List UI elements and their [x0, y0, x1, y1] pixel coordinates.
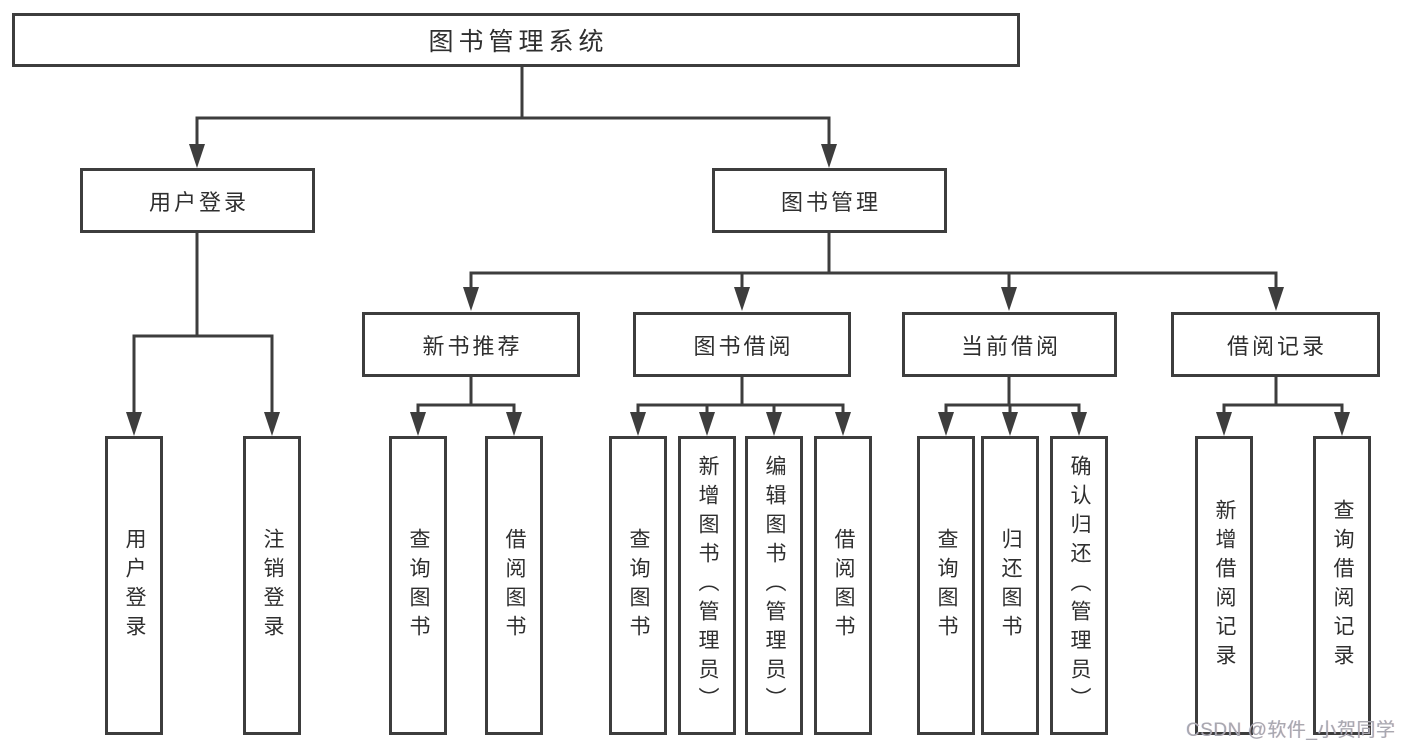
leaf-label: 注销登录 — [261, 527, 284, 644]
arrowhead — [410, 412, 426, 436]
leaf-label: 查询图书 — [407, 527, 430, 644]
leaf-current-confirm-admin: 确认归还（管理员） — [1050, 436, 1108, 735]
node-root: 图书管理系统 — [12, 13, 1020, 67]
leaf-newbook-borrow: 借阅图书 — [485, 436, 543, 735]
node-book-mgmt: 图书管理 — [712, 168, 947, 233]
leaf-label: 编辑图书（管理员） — [763, 455, 786, 716]
leaf-label: 查询图书 — [935, 527, 958, 644]
connector-new-book-branch — [416, 375, 516, 416]
leaf-current-return: 归还图书 — [981, 436, 1039, 735]
leaf-logout: 注销登录 — [243, 436, 301, 735]
leaf-borrow-borrow: 借阅图书 — [814, 436, 872, 735]
arrowhead — [766, 412, 782, 436]
arrowhead — [1268, 287, 1284, 311]
arrowhead — [189, 144, 205, 168]
arrowhead — [734, 287, 750, 311]
arrowhead — [699, 412, 715, 436]
arrowhead — [126, 412, 142, 436]
arrowheads — [126, 144, 1350, 436]
connector-book-borrow-branch — [636, 375, 845, 416]
leaf-label: 新增图书（管理员） — [696, 455, 719, 716]
node-new-book: 新书推荐 — [362, 312, 580, 377]
arrowhead — [463, 287, 479, 311]
node-borrow-records: 借阅记录 — [1171, 312, 1380, 377]
leaf-records-add: 新增借阅记录 — [1195, 436, 1253, 735]
connector-borrow-records-branch — [1222, 375, 1344, 416]
arrowhead — [1334, 412, 1350, 436]
leaf-label: 用户登录 — [123, 527, 146, 644]
arrowhead — [264, 412, 280, 436]
leaf-user-login: 用户登录 — [105, 436, 163, 735]
leaf-records-query: 查询借阅记录 — [1313, 436, 1371, 735]
arrowhead — [938, 412, 954, 436]
leaf-borrow-add-admin: 新增图书（管理员） — [678, 436, 736, 735]
node-user-login: 用户登录 — [80, 168, 315, 233]
arrowhead — [1001, 287, 1017, 311]
connector-user-login-branch — [132, 231, 274, 416]
leaf-label: 确认归还（管理员） — [1068, 455, 1091, 716]
leaf-label: 归还图书 — [999, 527, 1022, 644]
leaf-borrow-query: 查询图书 — [609, 436, 667, 735]
leaf-label: 查询借阅记录 — [1331, 498, 1354, 673]
arrowhead — [630, 412, 646, 436]
leaf-borrow-edit-admin: 编辑图书（管理员） — [745, 436, 803, 735]
leaf-label: 查询图书 — [627, 527, 650, 644]
arrowhead — [1071, 412, 1087, 436]
leaf-label: 借阅图书 — [832, 527, 855, 644]
node-book-borrow: 图书借阅 — [633, 312, 851, 377]
arrowhead — [835, 412, 851, 436]
connector-current-borrow-branch — [944, 375, 1081, 416]
leaf-label: 新增借阅记录 — [1213, 498, 1236, 673]
arrowhead — [821, 144, 837, 168]
arrowhead — [1216, 412, 1232, 436]
leaf-current-query: 查询图书 — [917, 436, 975, 735]
connector-book-mgmt-branch — [469, 231, 1278, 291]
leaf-label: 借阅图书 — [503, 527, 526, 644]
watermark: CSDN @软件_小贺同学 — [1186, 720, 1396, 741]
node-current-borrow: 当前借阅 — [902, 312, 1117, 377]
arrowhead — [1002, 412, 1018, 436]
connector-root-trunk — [195, 66, 831, 148]
arrowhead — [506, 412, 522, 436]
leaf-newbook-query: 查询图书 — [389, 436, 447, 735]
